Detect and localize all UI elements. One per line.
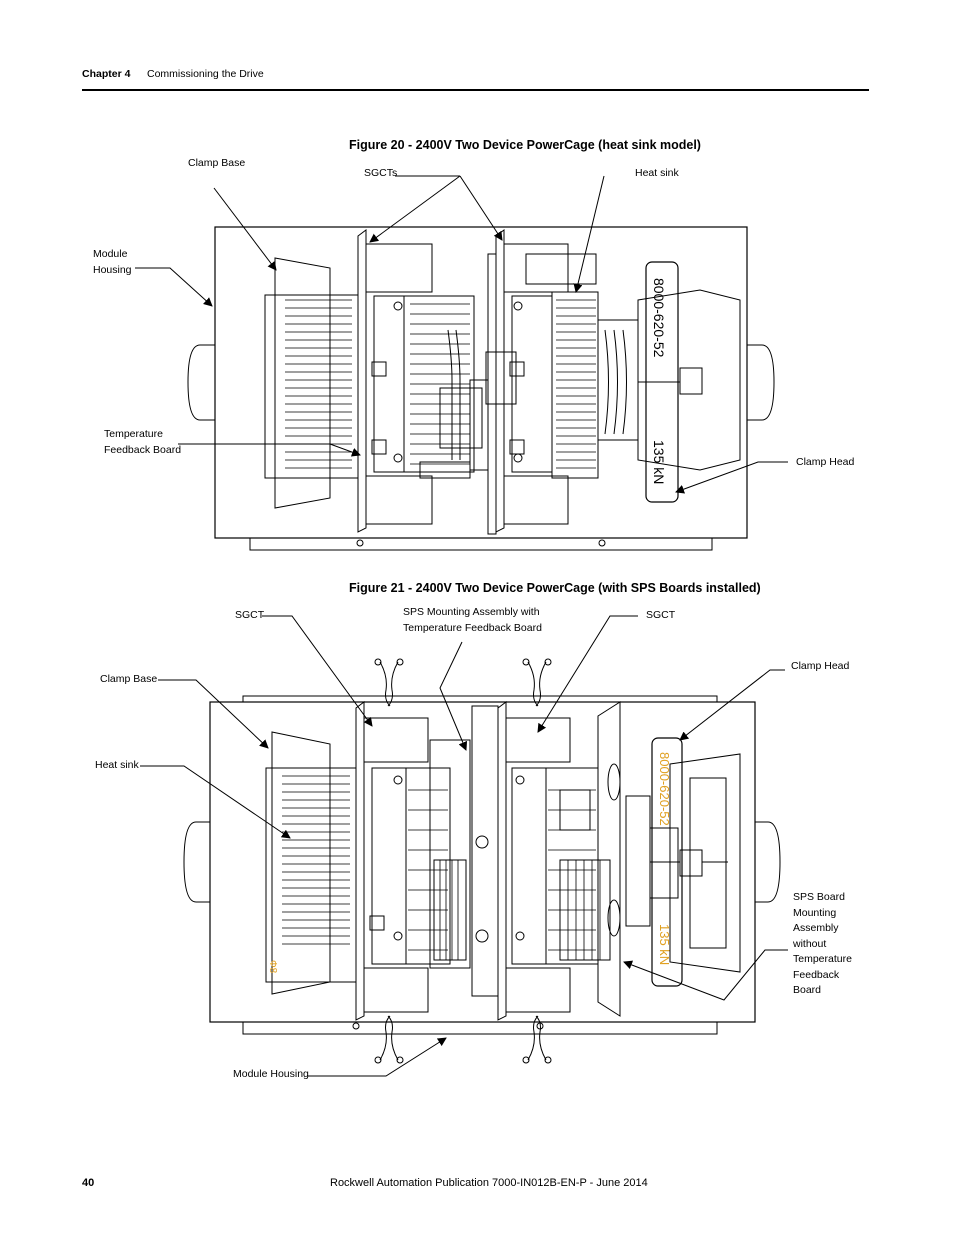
- fig20-marking-force: 135 kN: [651, 440, 667, 484]
- fig21-label-sps-board-mounting: SPS Board Mounting Assembly without Temp…: [793, 891, 852, 996]
- publication-footer: Rockwell Automation Publication 7000-IN0…: [330, 1177, 648, 1189]
- figure-20-drawing: 8000-620-52 135 kN: [135, 175, 788, 551]
- fig21-label-sps-mounting-assembly: SPS Mounting Assembly with Temperature F…: [403, 606, 542, 634]
- figure-20-title: Figure 20 - 2400V Two Device PowerCage (…: [349, 138, 701, 152]
- fig21-label-module-housing: Module Housing: [233, 1068, 309, 1080]
- fig21-label-clamp-base: Clamp Base: [100, 673, 158, 685]
- chapter-title: Commissioning the Drive: [147, 68, 264, 80]
- fig21-marking-force: 135 kN: [657, 924, 672, 965]
- fig21-label-heat-sink: Heat sink: [95, 759, 139, 771]
- fig21-marking-small: Ф8: [267, 960, 278, 974]
- fig21-label-clamp-head: Clamp Head: [791, 660, 850, 672]
- fig20-label-heat-sink: Heat sink: [635, 167, 679, 179]
- header-rule: [82, 89, 869, 91]
- fig20-label-temperature-feedback-board: Temperature Feedback Board: [104, 428, 182, 456]
- fig20-marking-part-number: 8000-620-52: [651, 278, 667, 358]
- page-number: 40: [82, 1177, 95, 1189]
- chapter-label: Chapter 4: [82, 68, 131, 80]
- fig21-marking-part-number: 8000-620-52: [657, 752, 672, 826]
- fig20-label-module-housing: Module Housing: [93, 248, 132, 276]
- fig20-label-clamp-head: Clamp Head: [796, 456, 855, 468]
- figure-21-title: Figure 21 - 2400V Two Device PowerCage (…: [349, 581, 761, 595]
- fig20-label-clamp-base: Clamp Base: [188, 157, 246, 169]
- fig21-label-sgct-right: SGCT: [646, 609, 676, 621]
- fig21-label-sgct-left: SGCT: [235, 609, 265, 621]
- fig20-label-sgcts: SGCTs: [364, 167, 398, 179]
